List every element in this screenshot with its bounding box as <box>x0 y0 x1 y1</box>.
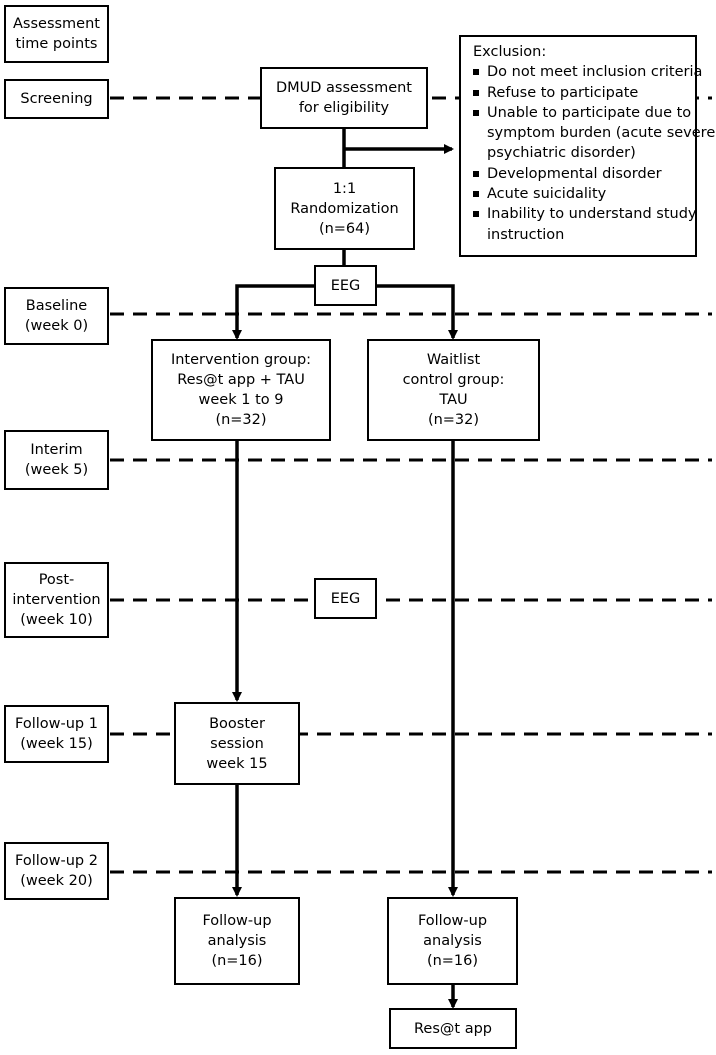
eeg-to-waitlist-arrow <box>376 284 458 340</box>
timepoint-followup2-line-2: (week 20) <box>20 873 93 889</box>
intervention-group-box: Intervention group: Res@t app + TAU week… <box>151 339 331 441</box>
timepoint-baseline: Baseline (week 0) <box>4 287 109 345</box>
assessment-box: DMUD assessment for eligibility <box>260 67 428 129</box>
followup-intervention-line-2: analysis <box>207 933 267 949</box>
timepoint-header: Assessment time points <box>4 5 109 63</box>
booster-line-1: Booster <box>209 715 265 732</box>
exclusion-item: Developmental disorder <box>473 164 689 184</box>
booster-session-box: Booster session week 15 <box>174 702 300 785</box>
timepoint-post-line-3: (week 10) <box>20 612 93 628</box>
exclusion-item-text: Developmental disorder <box>487 165 662 182</box>
waitlist-line-1: Waitlist <box>426 352 481 368</box>
timepoint-followup2-line-1: Follow-up 2 <box>15 853 98 869</box>
waitlist-line-4: (n=32) <box>427 412 480 428</box>
exclusion-item-text: Unable to participate due to <box>487 104 692 121</box>
timepoint-baseline-line-1: Baseline <box>25 298 88 314</box>
resat-app-box: Res@t app <box>389 1008 517 1049</box>
timepoint-screening-label: Screening <box>20 91 93 107</box>
exclusion-item-text: Do not meet inclusion criteria <box>487 64 703 81</box>
followup-waitlist-line-2: analysis <box>423 933 482 949</box>
timepoint-followup-1: Follow-up 1 (week 15) <box>4 705 109 763</box>
intervention-line-4: (n=32) <box>215 412 267 428</box>
exclusion-item-text: Acute suicidality <box>487 186 607 203</box>
eeg-baseline-box: EEG <box>314 265 377 306</box>
timepoint-followup1-line-2: (week 15) <box>20 736 93 752</box>
booster-line-2: session <box>210 735 264 752</box>
timepoint-post-line-1: Post- <box>38 572 75 588</box>
timepoint-header-line-1: Assessment <box>13 16 100 32</box>
timepoint-post-intervention: Post- intervention (week 10) <box>4 562 109 638</box>
exclusion-title: Exclusion: <box>473 44 547 60</box>
exclusion-item-text: symptom burden (acute severe <box>487 125 716 142</box>
exclusion-item: Do not meet inclusion criteria <box>473 62 703 82</box>
timepoint-header-line-2: time points <box>15 36 98 52</box>
exclusion-item-text: Inability to understand study <box>487 206 697 223</box>
exclusion-item: Inability to understand study instructio… <box>473 204 697 245</box>
timepoint-followup-2: Follow-up 2 (week 20) <box>4 842 109 900</box>
exclusion-item: Refuse to participate <box>473 83 689 103</box>
exclusion-list: Do not meet inclusion criteria Refuse to… <box>473 62 716 245</box>
timepoint-interim-line-1: Interim <box>30 442 83 458</box>
timepoint-interim: Interim (week 5) <box>4 430 109 490</box>
followup-intervention-line-1: Follow-up <box>202 913 272 929</box>
eeg-post-box: EEG <box>314 578 377 619</box>
intervention-line-2: Res@t app + TAU <box>177 372 305 388</box>
intervention-line-3: week 1 to 9 <box>198 392 284 408</box>
followup-intervention-box: Follow-up analysis (n=16) <box>174 897 300 985</box>
exclusion-item-text: instruction <box>487 226 565 243</box>
assessment-line-1: DMUD assessment <box>275 80 412 96</box>
timepoint-followup1-line-1: Follow-up 1 <box>15 716 98 732</box>
eeg-to-intervention-arrow <box>232 284 315 340</box>
followup-waitlist-line-3: (n=16) <box>426 953 479 969</box>
booster-line-3: week 15 <box>206 755 268 772</box>
timepoint-screening: Screening <box>4 79 109 119</box>
randomization-line-1: 1:1 <box>332 180 357 197</box>
exclusion-box: Exclusion: Do not meet inclusion criteri… <box>459 35 716 257</box>
timepoint-post-line-2: intervention <box>12 592 101 608</box>
timepoint-baseline-line-2: (week 0) <box>24 318 89 334</box>
randomization-line-3: (n=64) <box>318 220 371 237</box>
exclusion-item: Unable to participate due to symptom bur… <box>473 103 716 164</box>
randomization-box: 1:1 Randomization (n=64) <box>274 167 415 250</box>
eeg-post-label: EEG <box>330 590 361 607</box>
intervention-line-1: Intervention group: <box>170 352 312 368</box>
followup-waitlist-box: Follow-up analysis (n=16) <box>387 897 518 985</box>
waitlist-group-box: Waitlist control group: TAU (n=32) <box>367 339 540 441</box>
waitlist-line-2: control group: <box>402 372 505 388</box>
followup-intervention-line-3: (n=16) <box>211 953 263 969</box>
exclusion-item: Acute suicidality <box>473 184 689 204</box>
followup-waitlist-line-1: Follow-up <box>417 913 488 929</box>
resat-app-label: Res@t app <box>414 1020 492 1037</box>
exclusion-item-text: psychiatric disorder) <box>487 145 636 162</box>
eeg-baseline-label: EEG <box>330 277 361 294</box>
assessment-line-2: for eligibility <box>298 100 390 116</box>
exclusion-item-text: Refuse to participate <box>487 84 639 101</box>
waitlist-line-3: TAU <box>439 392 468 408</box>
timepoint-interim-line-2: (week 5) <box>24 462 89 478</box>
randomization-line-2: Randomization <box>290 200 399 217</box>
